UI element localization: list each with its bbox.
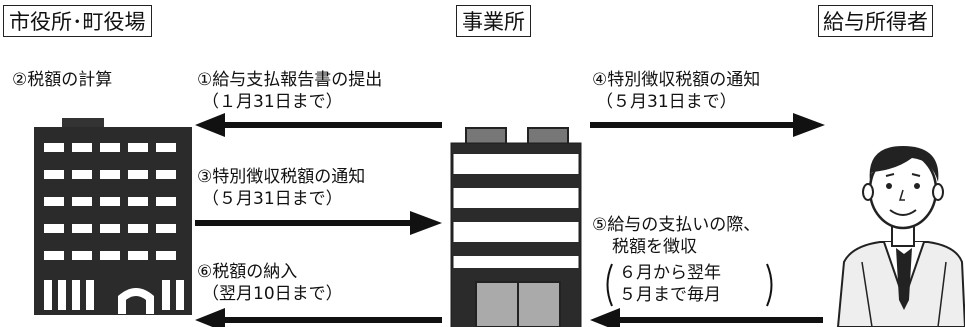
earner-label: 給与所得者 [823,10,928,34]
person-icon [836,146,965,327]
earner-box: 給与所得者 [818,5,933,37]
step-2-label: ②税額の計算 [12,70,113,90]
office-label: 事業所 [462,10,525,34]
arrow-notify-office [195,211,442,235]
step-1-title: ①給与支払報告書の提出 [197,70,383,90]
step-3-deadline: （５月31日まで） [202,189,343,209]
arrow-notify-earner [590,113,825,137]
step-1-deadline: （１月31日まで） [202,92,343,112]
arrow-payment [195,308,442,327]
step-6-title: ⑥税額の納入 [197,262,298,282]
step-5-line4: ５月まで毎月 [619,285,721,305]
period-brackets [606,263,773,307]
office-building-icon [450,127,582,327]
step-5-line2: 税額を徴収 [612,237,697,257]
city-hall-building-icon [34,118,192,315]
step-3-title: ③特別徴収税額の通知 [197,167,366,187]
city-hall-label: 市役所･町役場 [9,10,146,34]
step-4-deadline: （５月31日まで） [596,92,737,112]
step-5-title: ⑤給与の支払いの際、 [592,215,761,235]
office-box: 事業所 [456,5,531,37]
step-5-line3: ６月から翌年 [619,263,721,283]
arrow-submit-report [195,113,442,137]
city-hall-box: 市役所･町役場 [3,5,152,37]
step-6-deadline: （翌月10日まで） [202,284,343,304]
arrow-withholding [590,308,823,327]
step-4-title: ④特別徴収税額の通知 [592,70,761,90]
